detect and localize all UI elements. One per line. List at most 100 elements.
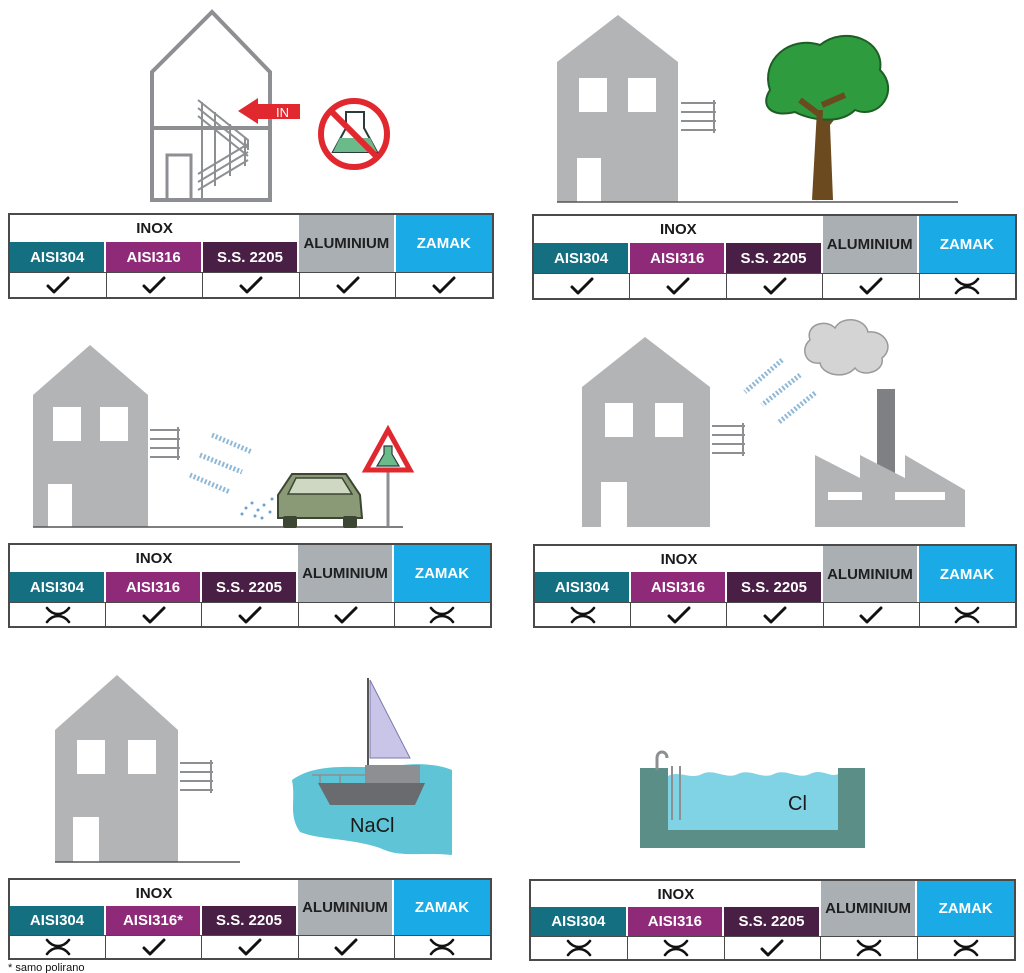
ss2205-header: S.S. 2205 xyxy=(724,907,819,936)
house-icon xyxy=(582,337,710,527)
aisi304-header: AISI304 xyxy=(10,906,104,935)
inox-header: INOX xyxy=(531,881,821,907)
cross-icon xyxy=(531,937,628,959)
tree-icon xyxy=(765,35,890,201)
suitability-row xyxy=(10,272,492,297)
footnote: * samo polirano xyxy=(8,962,85,973)
in-arrow-label: IN xyxy=(276,105,289,120)
aisi316-header: AISI316* xyxy=(106,906,200,935)
cross-icon xyxy=(535,603,632,626)
check-icon xyxy=(298,603,395,626)
check-icon xyxy=(202,936,299,958)
zamak-header: ZAMAK xyxy=(918,216,1015,273)
house-icon xyxy=(557,15,958,203)
cl-label: Cl xyxy=(788,793,807,815)
house-cutaway-icon xyxy=(150,9,272,202)
aisi316-header: AISI316 xyxy=(630,243,725,273)
check-icon xyxy=(534,274,631,298)
aisi316-header: AISI316 xyxy=(631,572,725,602)
suitability-row xyxy=(531,936,1014,959)
aisi316-header: AISI316 xyxy=(106,242,201,272)
cross-icon xyxy=(10,603,107,626)
zamak-header: ZAMAK xyxy=(394,880,490,935)
cross-icon xyxy=(394,603,491,626)
ss2205-header: S.S. 2205 xyxy=(202,572,296,602)
aluminium-header: ALUMINIUM xyxy=(822,216,917,273)
stair-railing-icon xyxy=(180,760,213,793)
cross-icon xyxy=(627,937,725,959)
check-icon xyxy=(10,273,107,297)
cross-icon xyxy=(821,937,919,959)
suitability-row xyxy=(534,273,1016,298)
cross-icon xyxy=(394,936,491,958)
cross-icon xyxy=(918,937,1014,959)
cross-icon xyxy=(919,274,1016,298)
zamak-header: ZAMAK xyxy=(394,545,490,602)
inox-header: INOX xyxy=(10,545,298,572)
aluminium-header: ALUMINIUM xyxy=(299,215,394,272)
ss2205-header: S.S. 2205 xyxy=(202,906,296,935)
stair-railing-icon xyxy=(712,423,745,456)
inox-header: INOX xyxy=(534,216,823,243)
aisi304-header: AISI304 xyxy=(534,243,629,273)
suitability-row xyxy=(535,602,1016,626)
check-icon xyxy=(724,937,822,959)
stair-railing-icon xyxy=(681,100,716,133)
sea-water-icon: NaCl xyxy=(292,764,452,855)
aisi304-header: AISI304 xyxy=(531,907,626,936)
exhaust-spray-icon xyxy=(240,497,274,520)
ss2205-header: S.S. 2205 xyxy=(726,243,821,273)
check-icon xyxy=(203,273,300,297)
check-icon xyxy=(106,936,203,958)
aisi304-header: AISI304 xyxy=(10,572,104,602)
inox-header: INOX xyxy=(10,880,298,906)
cross-icon xyxy=(10,936,107,958)
smoke-icon xyxy=(804,319,889,376)
aisi304-header: AISI304 xyxy=(535,572,629,602)
stair-railing-icon xyxy=(150,427,180,460)
check-icon xyxy=(727,603,824,626)
check-icon xyxy=(299,273,397,297)
aisi304-header: AISI304 xyxy=(10,242,105,272)
house-icon xyxy=(33,345,403,528)
wind-arrows-icon xyxy=(743,358,817,425)
zamak-header: ZAMAK xyxy=(919,546,1015,602)
suitability-row xyxy=(10,602,491,626)
check-icon xyxy=(726,274,824,298)
inox-header: INOX xyxy=(535,546,823,572)
aluminium-header: ALUMINIUM xyxy=(823,546,917,602)
aisi316-header: AISI316 xyxy=(106,572,200,602)
check-icon xyxy=(106,603,203,626)
check-icon xyxy=(823,603,920,626)
suitability-row xyxy=(10,935,491,958)
check-icon xyxy=(396,273,492,297)
check-icon xyxy=(202,603,299,626)
wind-arrows-icon xyxy=(189,432,253,495)
no-chemicals-icon xyxy=(318,98,390,170)
house-icon xyxy=(55,675,240,863)
zamak-header: ZAMAK xyxy=(917,881,1014,936)
check-icon xyxy=(298,936,395,958)
ss2205-header: S.S. 2205 xyxy=(727,572,821,602)
nacl-label: NaCl xyxy=(350,815,394,837)
sailboat-icon xyxy=(312,678,425,805)
check-icon xyxy=(630,274,727,298)
aisi316-header: AISI316 xyxy=(627,907,723,936)
aluminium-header: ALUMINIUM xyxy=(820,881,916,936)
swimming-pool-icon: Cl xyxy=(640,750,865,848)
inox-header: INOX xyxy=(10,215,300,242)
ss2205-header: S.S. 2205 xyxy=(202,242,298,272)
check-icon xyxy=(106,273,204,297)
aluminium-header: ALUMINIUM xyxy=(298,880,392,935)
warning-sign-icon xyxy=(361,424,415,526)
aluminium-header: ALUMINIUM xyxy=(298,545,392,602)
car-icon xyxy=(277,473,364,528)
check-icon xyxy=(631,603,728,626)
